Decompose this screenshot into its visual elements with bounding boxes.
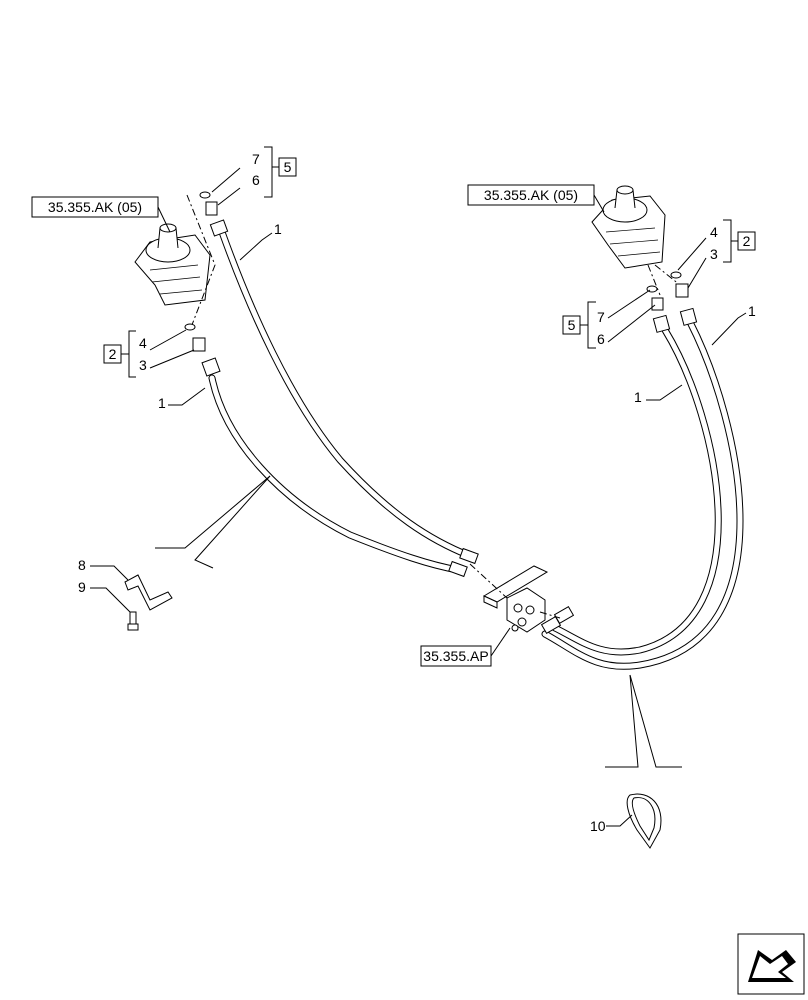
ref-box-valve[interactable]: 35.355.AP [420, 627, 511, 667]
svg-text:1: 1 [748, 303, 756, 319]
svg-text:8: 8 [78, 557, 86, 573]
svg-text:4: 4 [139, 335, 147, 351]
ref-joystick-right-text: 35.355.AK (05) [484, 187, 578, 203]
callout-1-right-top: 1 [711, 303, 756, 346]
hose-left-short [208, 374, 462, 574]
callout-1-left-top: 1 [239, 221, 282, 261]
kit-box-right-lower[interactable]: 5 [562, 301, 596, 349]
svg-text:4: 4 [710, 224, 718, 240]
svg-text:1: 1 [158, 395, 166, 411]
kit-right-lower-text: 5 [568, 317, 576, 333]
callout-7-right: 7 [597, 289, 651, 325]
callout-4-right: 4 [677, 224, 718, 271]
kit-left-lower-text: 2 [109, 346, 117, 362]
svg-text:7: 7 [597, 309, 605, 325]
svg-text:1: 1 [274, 221, 282, 237]
svg-text:1: 1 [634, 389, 642, 405]
left-small-parts [184, 191, 218, 352]
hose-left-long [218, 228, 474, 560]
left-dashed-guides [186, 194, 216, 331]
ref-valve-text: 35.355.AP [423, 648, 488, 664]
svg-text:3: 3 [139, 357, 147, 373]
svg-text:7: 7 [252, 151, 260, 167]
right-dashed-guides [647, 264, 681, 296]
kit-left-upper-text: 5 [284, 159, 292, 175]
kit-right-upper-text: 2 [743, 233, 751, 249]
kit-box-left-upper[interactable]: 5 [264, 146, 297, 198]
callout-8: 8 [78, 557, 129, 581]
hose-right-outer [541, 318, 744, 670]
joystick-left [134, 223, 211, 306]
callout-3-left: 3 [139, 349, 195, 373]
callout-4-left: 4 [139, 329, 187, 351]
svg-text:6: 6 [252, 172, 260, 188]
callout-1-left-lower: 1 [158, 387, 206, 411]
svg-text:10: 10 [590, 818, 606, 834]
ref-joystick-left-text: 35.355.AK (05) [48, 199, 142, 215]
right-small-parts [646, 271, 689, 311]
svg-text:6: 6 [597, 331, 605, 347]
ref-box-joystick-right[interactable]: 35.355.AK (05) [467, 184, 605, 213]
next-page-arrow-icon[interactable] [737, 933, 805, 995]
callout-9: 9 [78, 579, 131, 613]
kit-box-right-upper[interactable]: 2 [723, 219, 756, 263]
hose-fittings [201, 219, 698, 635]
joystick-right [591, 185, 666, 269]
callout-10: 10 [590, 814, 633, 834]
kit-box-left-lower[interactable]: 2 [103, 330, 136, 378]
bracket [124, 574, 173, 631]
callout-6-left: 6 [217, 172, 260, 206]
svg-text:3: 3 [710, 246, 718, 262]
callout-3-right: 3 [687, 246, 718, 289]
section-marker-right [605, 674, 682, 768]
hose-clamp [626, 793, 662, 849]
ref-box-joystick-left[interactable]: 35.355.AK (05) [31, 196, 171, 233]
callout-7-left: 7 [211, 151, 260, 193]
section-marker-left [155, 475, 271, 569]
hose-right-inner [551, 326, 722, 656]
callout-1-right-lower: 1 [634, 384, 683, 405]
valve-block [469, 563, 561, 633]
callout-6-right: 6 [597, 304, 656, 347]
svg-text:9: 9 [78, 579, 86, 595]
